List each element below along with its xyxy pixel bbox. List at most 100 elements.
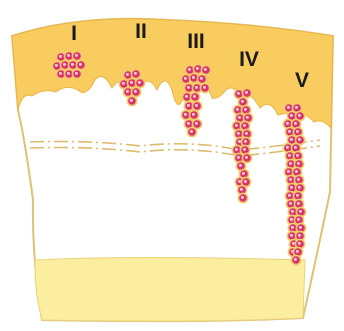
cell-nucleus	[192, 113, 195, 116]
cell-nucleus	[55, 64, 58, 67]
cell-nucleus	[195, 122, 198, 125]
cell-nucleus	[196, 67, 199, 70]
cell-nucleus	[244, 180, 247, 183]
cell-nucleus	[296, 250, 299, 253]
cell-nucleus	[190, 130, 193, 133]
cell-nucleus	[297, 218, 300, 221]
cell-nucleus	[138, 81, 141, 84]
cell-nucleus	[299, 226, 302, 229]
cell-nucleus	[244, 108, 247, 111]
tumor-cluster-stage-i	[52, 51, 85, 78]
cell-nucleus	[298, 186, 301, 189]
cell-nucleus	[289, 202, 292, 205]
cell-nucleus	[193, 95, 196, 98]
cell-nucleus	[192, 76, 195, 79]
cell-nucleus	[287, 106, 290, 109]
cell-nucleus	[294, 258, 297, 261]
subcutis-layer	[35, 258, 305, 322]
cell-nucleus	[75, 72, 78, 75]
cell-nucleus	[289, 162, 292, 165]
cell-nucleus	[126, 90, 129, 93]
cell-nucleus	[290, 218, 293, 221]
cell-nucleus	[126, 73, 129, 76]
cell-nucleus	[187, 86, 190, 89]
cell-nucleus	[289, 178, 292, 181]
cell-nucleus	[200, 77, 203, 80]
cell-nucleus	[298, 114, 301, 117]
cell-nucleus	[188, 68, 191, 71]
cell-nucleus	[243, 124, 246, 127]
cell-nucleus	[292, 242, 295, 245]
cell-nucleus	[71, 63, 74, 66]
cell-nucleus	[241, 100, 244, 103]
cell-nucleus	[288, 154, 291, 157]
cell-nucleus	[296, 130, 299, 133]
cell-nucleus	[238, 140, 241, 143]
cell-nucleus	[236, 108, 239, 111]
cell-nucleus	[286, 122, 289, 125]
cell-nucleus	[130, 99, 133, 102]
cell-nucleus	[298, 138, 301, 141]
cell-nucleus	[244, 140, 247, 143]
cell-nucleus	[297, 178, 300, 181]
cell-nucleus	[235, 124, 238, 127]
cell-nucleus	[288, 194, 291, 197]
cell-nucleus	[290, 186, 293, 189]
cell-nucleus	[187, 122, 190, 125]
cell-nucleus	[67, 54, 70, 57]
cell-nucleus	[246, 116, 249, 119]
cell-nucleus	[295, 170, 298, 173]
cell-nucleus	[130, 81, 133, 84]
cell-nucleus	[122, 82, 125, 85]
cell-nucleus	[241, 196, 244, 199]
cell-nucleus	[298, 234, 301, 237]
cell-nucleus	[294, 122, 297, 125]
stage-label-iv: IV	[239, 48, 259, 71]
cell-nucleus	[295, 106, 298, 109]
cell-nucleus	[237, 132, 240, 135]
stage-label-ii: II	[135, 20, 147, 43]
cell-nucleus	[238, 180, 241, 183]
stage-label-v: V	[295, 69, 309, 92]
cell-nucleus	[290, 138, 293, 141]
cell-nucleus	[294, 146, 297, 149]
stage-label-i: I	[71, 22, 77, 45]
cell-nucleus	[245, 91, 248, 94]
cell-nucleus	[239, 164, 242, 167]
cell-nucleus	[59, 55, 62, 58]
cell-nucleus	[185, 95, 188, 98]
cell-nucleus	[288, 130, 291, 133]
cell-nucleus	[79, 63, 82, 66]
cell-nucleus	[297, 202, 300, 205]
cell-nucleus	[296, 154, 299, 157]
cell-nucleus	[286, 146, 289, 149]
stage-label-iii: III	[187, 30, 205, 53]
cell-nucleus	[245, 156, 248, 159]
cell-nucleus	[299, 210, 302, 213]
cell-nucleus	[298, 242, 301, 245]
cell-nucleus	[243, 148, 246, 151]
cell-nucleus	[290, 114, 293, 117]
cell-nucleus	[291, 210, 294, 213]
cell-nucleus	[195, 86, 198, 89]
cell-nucleus	[240, 188, 243, 191]
cell-nucleus	[63, 63, 66, 66]
cell-nucleus	[237, 156, 240, 159]
cell-nucleus	[290, 234, 293, 237]
cell-nucleus	[238, 116, 241, 119]
cell-nucleus	[235, 148, 238, 151]
cell-nucleus	[287, 170, 290, 173]
cell-nucleus	[187, 104, 190, 107]
cell-nucleus	[204, 68, 207, 71]
cell-nucleus	[203, 86, 206, 89]
cell-nucleus	[195, 104, 198, 107]
cell-nucleus	[75, 54, 78, 57]
cell-nucleus	[242, 172, 245, 175]
cell-nucleus	[297, 162, 300, 165]
cell-nucleus	[291, 226, 294, 229]
cell-nucleus	[296, 194, 299, 197]
cell-nucleus	[59, 72, 62, 75]
cell-nucleus	[184, 77, 187, 80]
cell-nucleus	[67, 72, 70, 75]
